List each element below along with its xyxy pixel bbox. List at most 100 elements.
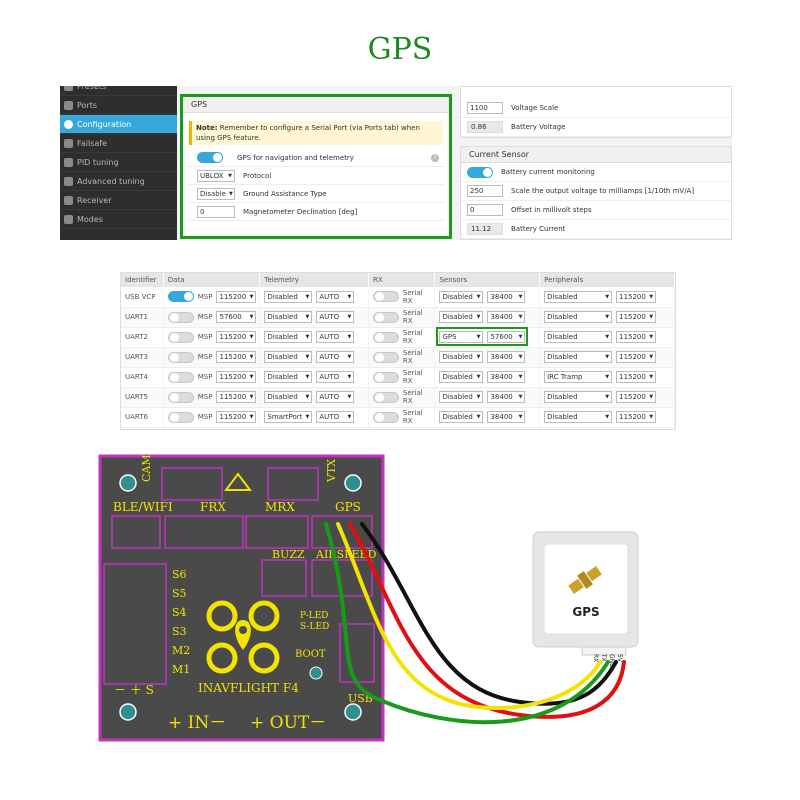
sensor-baud-select[interactable]: 38400▼: [487, 391, 526, 403]
peripheral-select[interactable]: IRC Tramp▼: [544, 371, 613, 383]
gps-protocol-select[interactable]: UBLOX▼: [197, 169, 235, 182]
gps-enable-toggle[interactable]: [197, 152, 223, 163]
sensor-baud-select[interactable]: 38400▼: [487, 411, 526, 423]
chevron-down-icon: ▼: [347, 394, 352, 400]
peripheral-select[interactable]: Disabled▼: [544, 331, 613, 343]
sensor-baud-select[interactable]: 38400▼: [487, 311, 526, 323]
current-scale-input[interactable]: 250: [467, 185, 503, 197]
peripheral-baud-select[interactable]: 115200▼: [616, 371, 657, 383]
msp-baud-select[interactable]: 115200▼: [216, 331, 257, 343]
current-sensor-panel: Current Sensor Battery current monitorin…: [460, 146, 732, 240]
sensor-baud-select[interactable]: 38400▼: [487, 290, 526, 303]
cell-content: Serial RX: [373, 389, 434, 405]
chevron-down-icon: ▼: [249, 374, 254, 380]
sidebar-item-configuration[interactable]: Configuration: [60, 115, 177, 134]
peripheral-baud-select[interactable]: 115200▼: [616, 290, 657, 303]
serial-rx-toggle[interactable]: [373, 351, 399, 363]
msp-toggle[interactable]: [167, 331, 194, 343]
sidebar-item-receiver[interactable]: Receiver: [60, 191, 177, 210]
help-icon[interactable]: ?: [431, 153, 439, 162]
msp-baud-select[interactable]: 115200▼: [216, 351, 257, 363]
sensor-select[interactable]: Disabled▼: [439, 391, 484, 403]
serial-rx-toggle[interactable]: [373, 291, 399, 303]
sensor-select-value: Disabled: [442, 313, 473, 321]
current-offset-input[interactable]: 0: [467, 204, 503, 216]
sensor-select[interactable]: Disabled▼: [439, 311, 484, 323]
peripheral-baud-select[interactable]: 115200▼: [616, 311, 657, 323]
sensor-select[interactable]: Disabled▼: [439, 351, 484, 363]
serial-rx-toggle[interactable]: [373, 311, 399, 323]
sidebar-item-advanced-tuning[interactable]: Advanced tuning: [60, 172, 177, 191]
telemetry-select[interactable]: SmartPort▼: [264, 411, 313, 423]
peripheral-select[interactable]: Disabled▼: [544, 391, 613, 403]
msp-baud-select[interactable]: 115200▼: [216, 391, 257, 403]
msp-toggle[interactable]: [167, 371, 194, 383]
serial-rx-toggle[interactable]: [373, 391, 399, 403]
gps-assist-value: Disable: [200, 189, 226, 198]
msp-baud-select[interactable]: 115200▼: [216, 411, 257, 423]
msp-toggle[interactable]: [167, 311, 194, 323]
msp-baud-select[interactable]: 57600▼: [216, 311, 257, 323]
sidebar-item-ports[interactable]: Ports: [60, 96, 177, 115]
sensor-baud-select[interactable]: 38400▼: [487, 371, 526, 383]
gps-enable-row: GPS for navigation and telemetry ?: [187, 149, 445, 167]
telemetry-select[interactable]: Disabled▼: [264, 290, 313, 303]
gps-declination-input[interactable]: 0: [197, 205, 235, 218]
msp-toggle[interactable]: [167, 391, 194, 403]
chevron-down-icon: ▼: [476, 334, 481, 340]
peripheral-select[interactable]: Disabled▼: [544, 351, 613, 363]
telemetry-baud-select[interactable]: AUTO▼: [316, 290, 355, 303]
sidebar-item-presets[interactable]: Presets: [60, 86, 177, 96]
peripheral-select[interactable]: Disabled▼: [544, 311, 613, 323]
telemetry-baud-select[interactable]: AUTO▼: [316, 391, 355, 403]
telemetry-baud-select[interactable]: AUTO▼: [316, 331, 355, 343]
sensor-select[interactable]: Disabled▼: [439, 290, 484, 303]
chevron-down-icon: ▼: [305, 293, 310, 300]
peripheral-select-value: Disabled: [547, 313, 578, 321]
peripheral-baud-select[interactable]: 115200▼: [616, 391, 657, 403]
peripheral-baud-select[interactable]: 115200▼: [616, 331, 657, 343]
sensor-select[interactable]: GPS▼: [439, 331, 484, 343]
msp-toggle[interactable]: [167, 411, 194, 423]
current-monitoring-toggle[interactable]: [467, 166, 493, 178]
table-cell: UART6: [121, 407, 164, 428]
peripheral-select[interactable]: Disabled▼: [544, 290, 613, 303]
serial-rx-toggle[interactable]: [373, 331, 399, 343]
peripheral-baud-select[interactable]: 115200▼: [616, 411, 657, 423]
telemetry-select[interactable]: Disabled▼: [264, 311, 313, 323]
msp-baud-select[interactable]: 115200▼: [216, 290, 257, 303]
gps-module-label: GPS: [572, 605, 599, 619]
sidebar-item-pid-tuning[interactable]: PID tuning: [60, 153, 177, 172]
gps-assist-select[interactable]: Disable▼: [197, 187, 235, 200]
msp-baud-select[interactable]: 115200▼: [216, 371, 257, 383]
peripheral-select[interactable]: Disabled▼: [544, 411, 613, 423]
telemetry-select[interactable]: Disabled▼: [264, 331, 313, 343]
current-scale-label: Scale the output voltage to milliamps [1…: [511, 187, 695, 195]
telemetry-select[interactable]: Disabled▼: [264, 351, 313, 363]
sidebar-item-label: PID tuning: [77, 157, 119, 167]
sensor-select[interactable]: Disabled▼: [439, 411, 484, 423]
sensor-baud-select-value: 38400: [490, 393, 513, 401]
msp-toggle[interactable]: [167, 291, 194, 303]
sidebar-item-modes[interactable]: Modes: [60, 210, 177, 229]
board-label-airspeed: AIRSPEED: [315, 548, 377, 561]
peripheral-baud-select[interactable]: 115200▼: [616, 351, 657, 363]
sidebar-item-failsafe[interactable]: Failsafe: [60, 134, 177, 153]
telemetry-baud-select[interactable]: AUTO▼: [316, 411, 355, 423]
telemetry-select[interactable]: Disabled▼: [264, 391, 313, 403]
telemetry-baud-select[interactable]: AUTO▼: [316, 351, 355, 363]
msp-toggle[interactable]: [167, 351, 194, 363]
cell-content: UART5: [125, 393, 163, 401]
serial-rx-toggle[interactable]: [373, 411, 399, 423]
telemetry-baud-select[interactable]: AUTO▼: [316, 311, 355, 323]
serial-rx-toggle[interactable]: [373, 371, 399, 383]
voltage-scale-input[interactable]: 1100: [467, 102, 503, 114]
serial-rx-label: Serial RX: [402, 389, 423, 405]
cell-content: Serial RX: [373, 329, 434, 345]
telemetry-select[interactable]: Disabled▼: [264, 371, 313, 383]
sensor-baud-select[interactable]: 38400▼: [487, 351, 526, 363]
sensor-baud-select[interactable]: 57600▼: [487, 331, 526, 343]
telemetry-baud-select[interactable]: AUTO▼: [316, 371, 355, 383]
sensor-select[interactable]: Disabled▼: [439, 371, 484, 383]
